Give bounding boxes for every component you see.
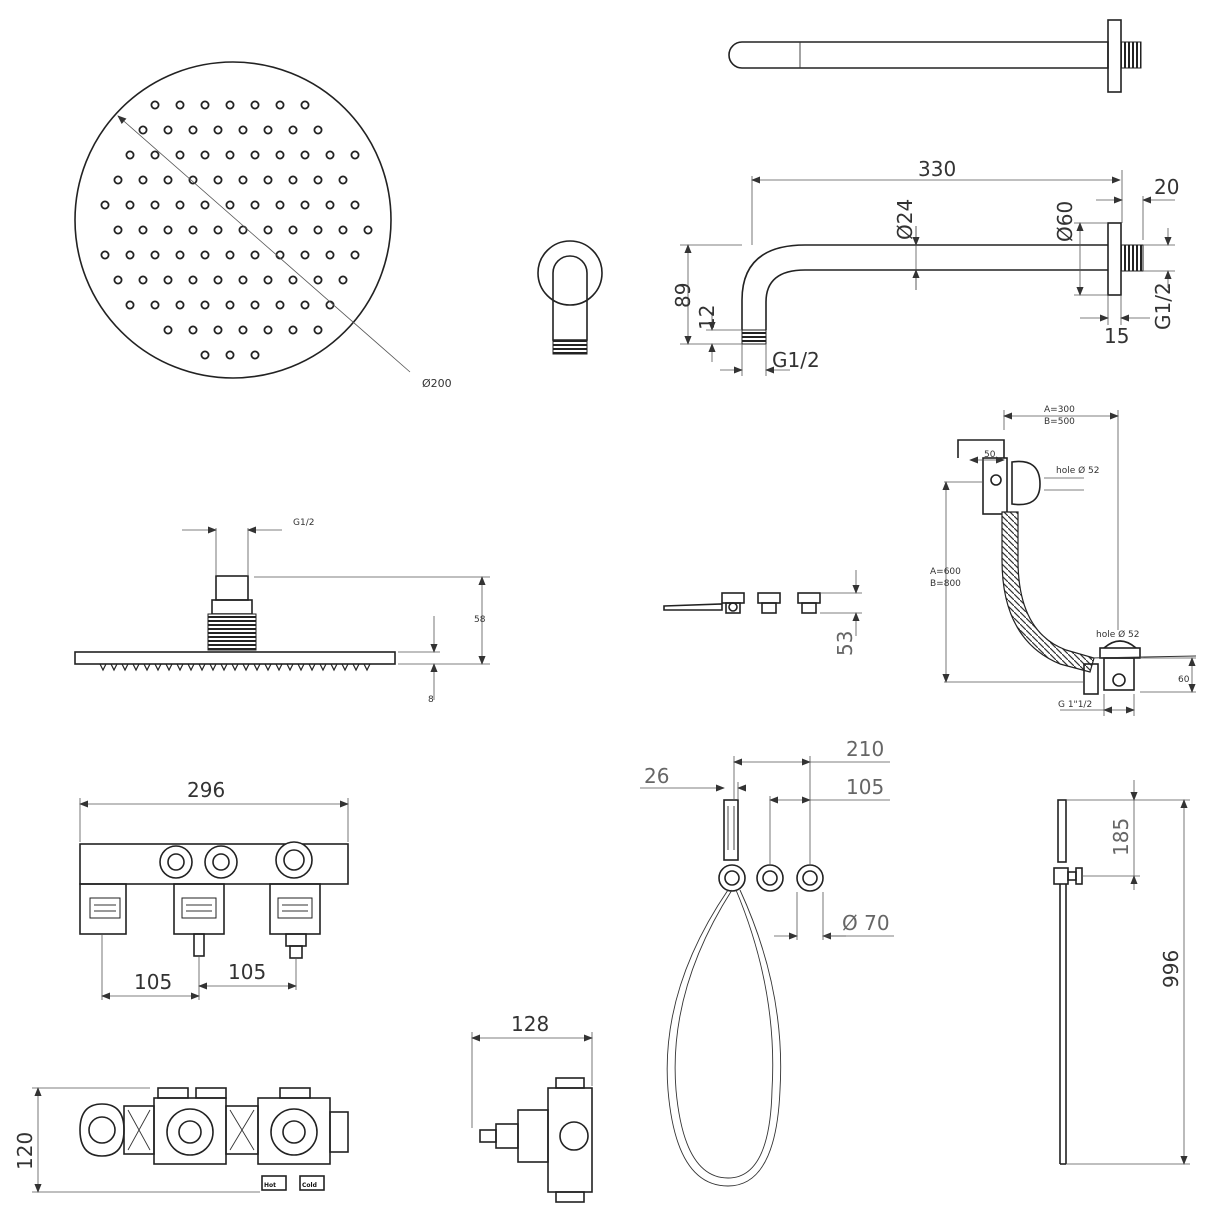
valve-depth-label: 120: [13, 1132, 37, 1170]
flange-offset-label: 20: [1154, 175, 1179, 199]
head-height-label: 58: [474, 615, 486, 625]
shower-head-nozzles: [100, 100, 373, 360]
waste-50-label: 50: [984, 450, 996, 460]
waste-thread-label: G 1"1/2: [1058, 700, 1092, 710]
wall-elbow-outlet: [537, 240, 603, 355]
handset-hose-side-view: 185 996: [1053, 780, 1190, 1165]
shower-head-side-view: G1/2 58 8: [74, 518, 490, 705]
waste-ab-side-2-label: B=800: [930, 579, 961, 589]
handset-210-label: 210: [846, 737, 884, 761]
handset-105-label: 105: [846, 775, 884, 799]
shower-head-plan-view: Ø200: [74, 61, 452, 390]
waste-ab-top-2-label: B=500: [1044, 417, 1075, 427]
flange-diameter-label: Ø60: [1053, 201, 1077, 242]
handset-kit-front-view: 210 105 26 Ø 70: [640, 737, 894, 1187]
rail-996-label: 996: [1159, 950, 1183, 988]
shower-arm-top-view: [728, 19, 1142, 93]
arm-thread-bottom-label: G1/2: [772, 348, 820, 372]
arm-height-label: 89: [671, 283, 695, 308]
head-thread-label: G1/2: [293, 518, 314, 528]
valve-width-label: 296: [187, 778, 225, 802]
handset-26-label: 26: [644, 764, 669, 788]
arm-tube-diameter-label: Ø24: [893, 199, 917, 240]
flange-depth-label: 15: [1104, 324, 1129, 348]
spout-height-label: 53: [833, 631, 857, 656]
concealed-valve-front-view: 296 105 105: [79, 778, 349, 1000]
hot-label: Hot: [264, 1182, 276, 1189]
arm-thread-side-label: G1/2: [1151, 282, 1175, 330]
bath-filler-controls-side-view: 53: [663, 570, 862, 656]
waste-ab-side-1-label: A=600: [930, 567, 961, 577]
arm-length-label: 330: [918, 157, 956, 181]
shower-arm-side-view: 330 20 Ø24 Ø60 G1/2 15 89: [671, 157, 1179, 376]
valve-spacing-1-label: 105: [134, 970, 172, 994]
waste-hole-top-label: hole Ø 52: [1056, 465, 1100, 476]
valve-spacing-2-label: 105: [228, 960, 266, 984]
waste-hole-bottom-label: hole Ø 52: [1096, 629, 1140, 640]
cold-label: Cold: [302, 1182, 317, 1189]
single-valve-width-label: 128: [511, 1012, 549, 1036]
handset-diameter-label: Ø 70: [842, 911, 890, 935]
shower-head-side-nozzles: [99, 663, 371, 672]
arm-outlet-label: 12: [695, 305, 719, 330]
concealed-valve-top-view: Hot Cold 120: [13, 1087, 349, 1193]
head-diameter-label: Ø200: [422, 377, 452, 390]
head-thickness-label: 8: [428, 695, 434, 705]
rail-185-label: 185: [1109, 818, 1133, 856]
waste-ab-top-1-label: A=300: [1044, 405, 1075, 415]
bath-waste-overflow: A=300 B=500 50 hole Ø 52 A=600 B=800 hol…: [930, 405, 1197, 716]
single-valve-side-view: 128: [471, 1012, 593, 1203]
waste-60-label: 60: [1178, 675, 1190, 685]
